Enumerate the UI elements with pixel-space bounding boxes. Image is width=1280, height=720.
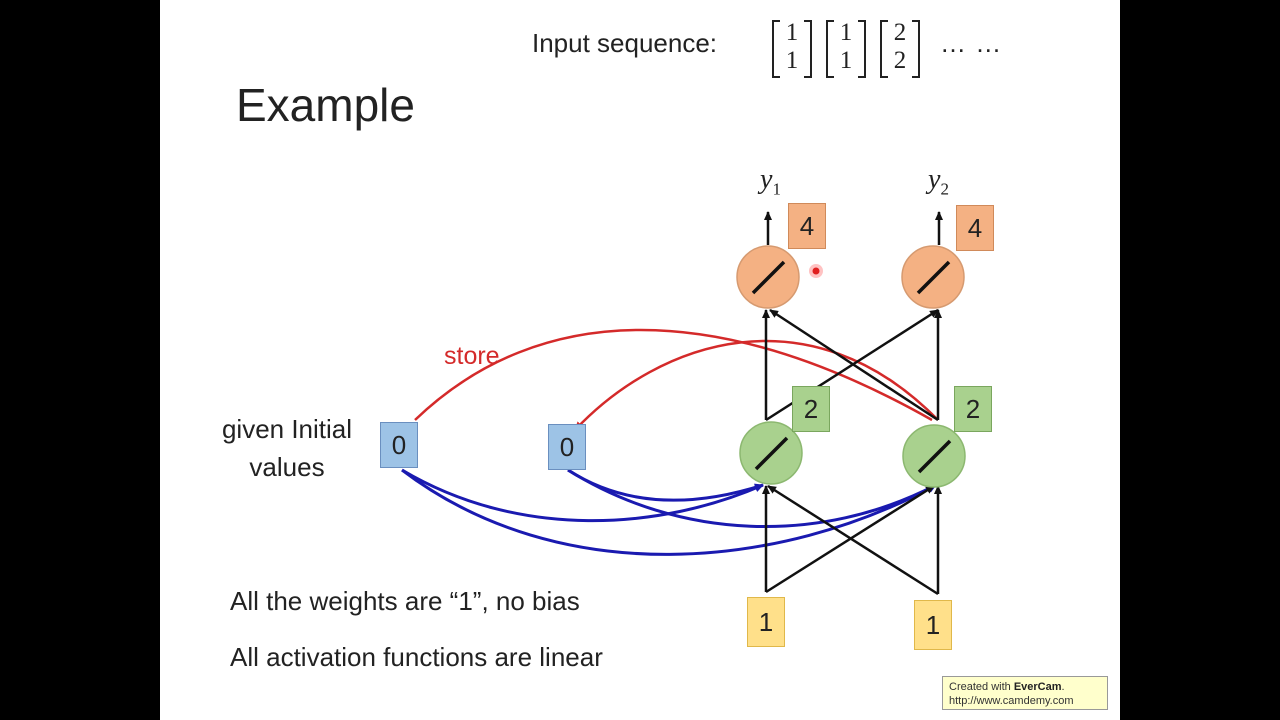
input-vector-3-bottom: 2 [893,47,907,74]
hidden-neuron-1 [739,421,803,485]
input-value-2: 1 [914,600,952,650]
output-value-2: 4 [956,205,994,251]
rnn-diagram [401,211,966,596]
hidden-value-1: 2 [792,386,830,432]
given-initial-values-label: given Initial values [202,410,372,486]
output-label-y2: y2 [928,164,949,199]
input-vector-1-top: 1 [785,19,799,46]
evercam-watermark: Created with EverCam. http://www.camdemy… [942,676,1108,710]
slide: Example Input sequence: 1 1 1 1 2 2 … … [160,0,1120,720]
store-arrows [414,328,939,431]
input-vector-1-bottom: 1 [785,47,799,74]
memory-2-to-hidden-2 [567,468,937,528]
output-value-1: 4 [788,203,826,249]
slide-title: Example [236,79,415,131]
memory-1-to-hidden-2 [401,468,937,556]
output-neuron-2 [901,245,965,309]
sequence-ellipsis: … … [940,28,1003,58]
input-to-hidden-arrows [762,484,942,596]
output-arrows [764,211,943,245]
input-vector-2-bottom: 1 [839,47,853,74]
hidden-neuron-2 [902,424,966,488]
store-label: store [444,342,500,370]
input-vector-3: 2 2 [880,18,920,78]
memory-1-to-hidden-1 [401,468,764,523]
store-arrow-from-hidden-1 [414,328,933,422]
input-vector-2: 1 1 [826,18,866,78]
memory-cell-1: 0 [380,422,418,468]
watermark-url: http://www.camdemy.com [949,695,1074,707]
input-value-1: 1 [747,597,785,647]
input-vector-2-top: 1 [839,19,853,46]
note-weights: All the weights are “1”, no bias [230,586,580,616]
memory-arrows [401,468,937,556]
pointer-dot [809,264,823,278]
input-vector-3-top: 2 [893,19,907,46]
output-label-y1: y1 [760,164,781,199]
hidden-value-2: 2 [954,386,992,432]
given-label-line1: given Initial [221,414,353,444]
memory-cell-2: 0 [548,424,586,470]
input-vector-1: 1 1 [772,18,812,78]
given-label-line2: values [249,452,325,482]
input-sequence-label: Input sequence: [532,28,718,58]
output-neuron-1 [736,245,800,309]
note-activation: All activation functions are linear [230,642,603,672]
